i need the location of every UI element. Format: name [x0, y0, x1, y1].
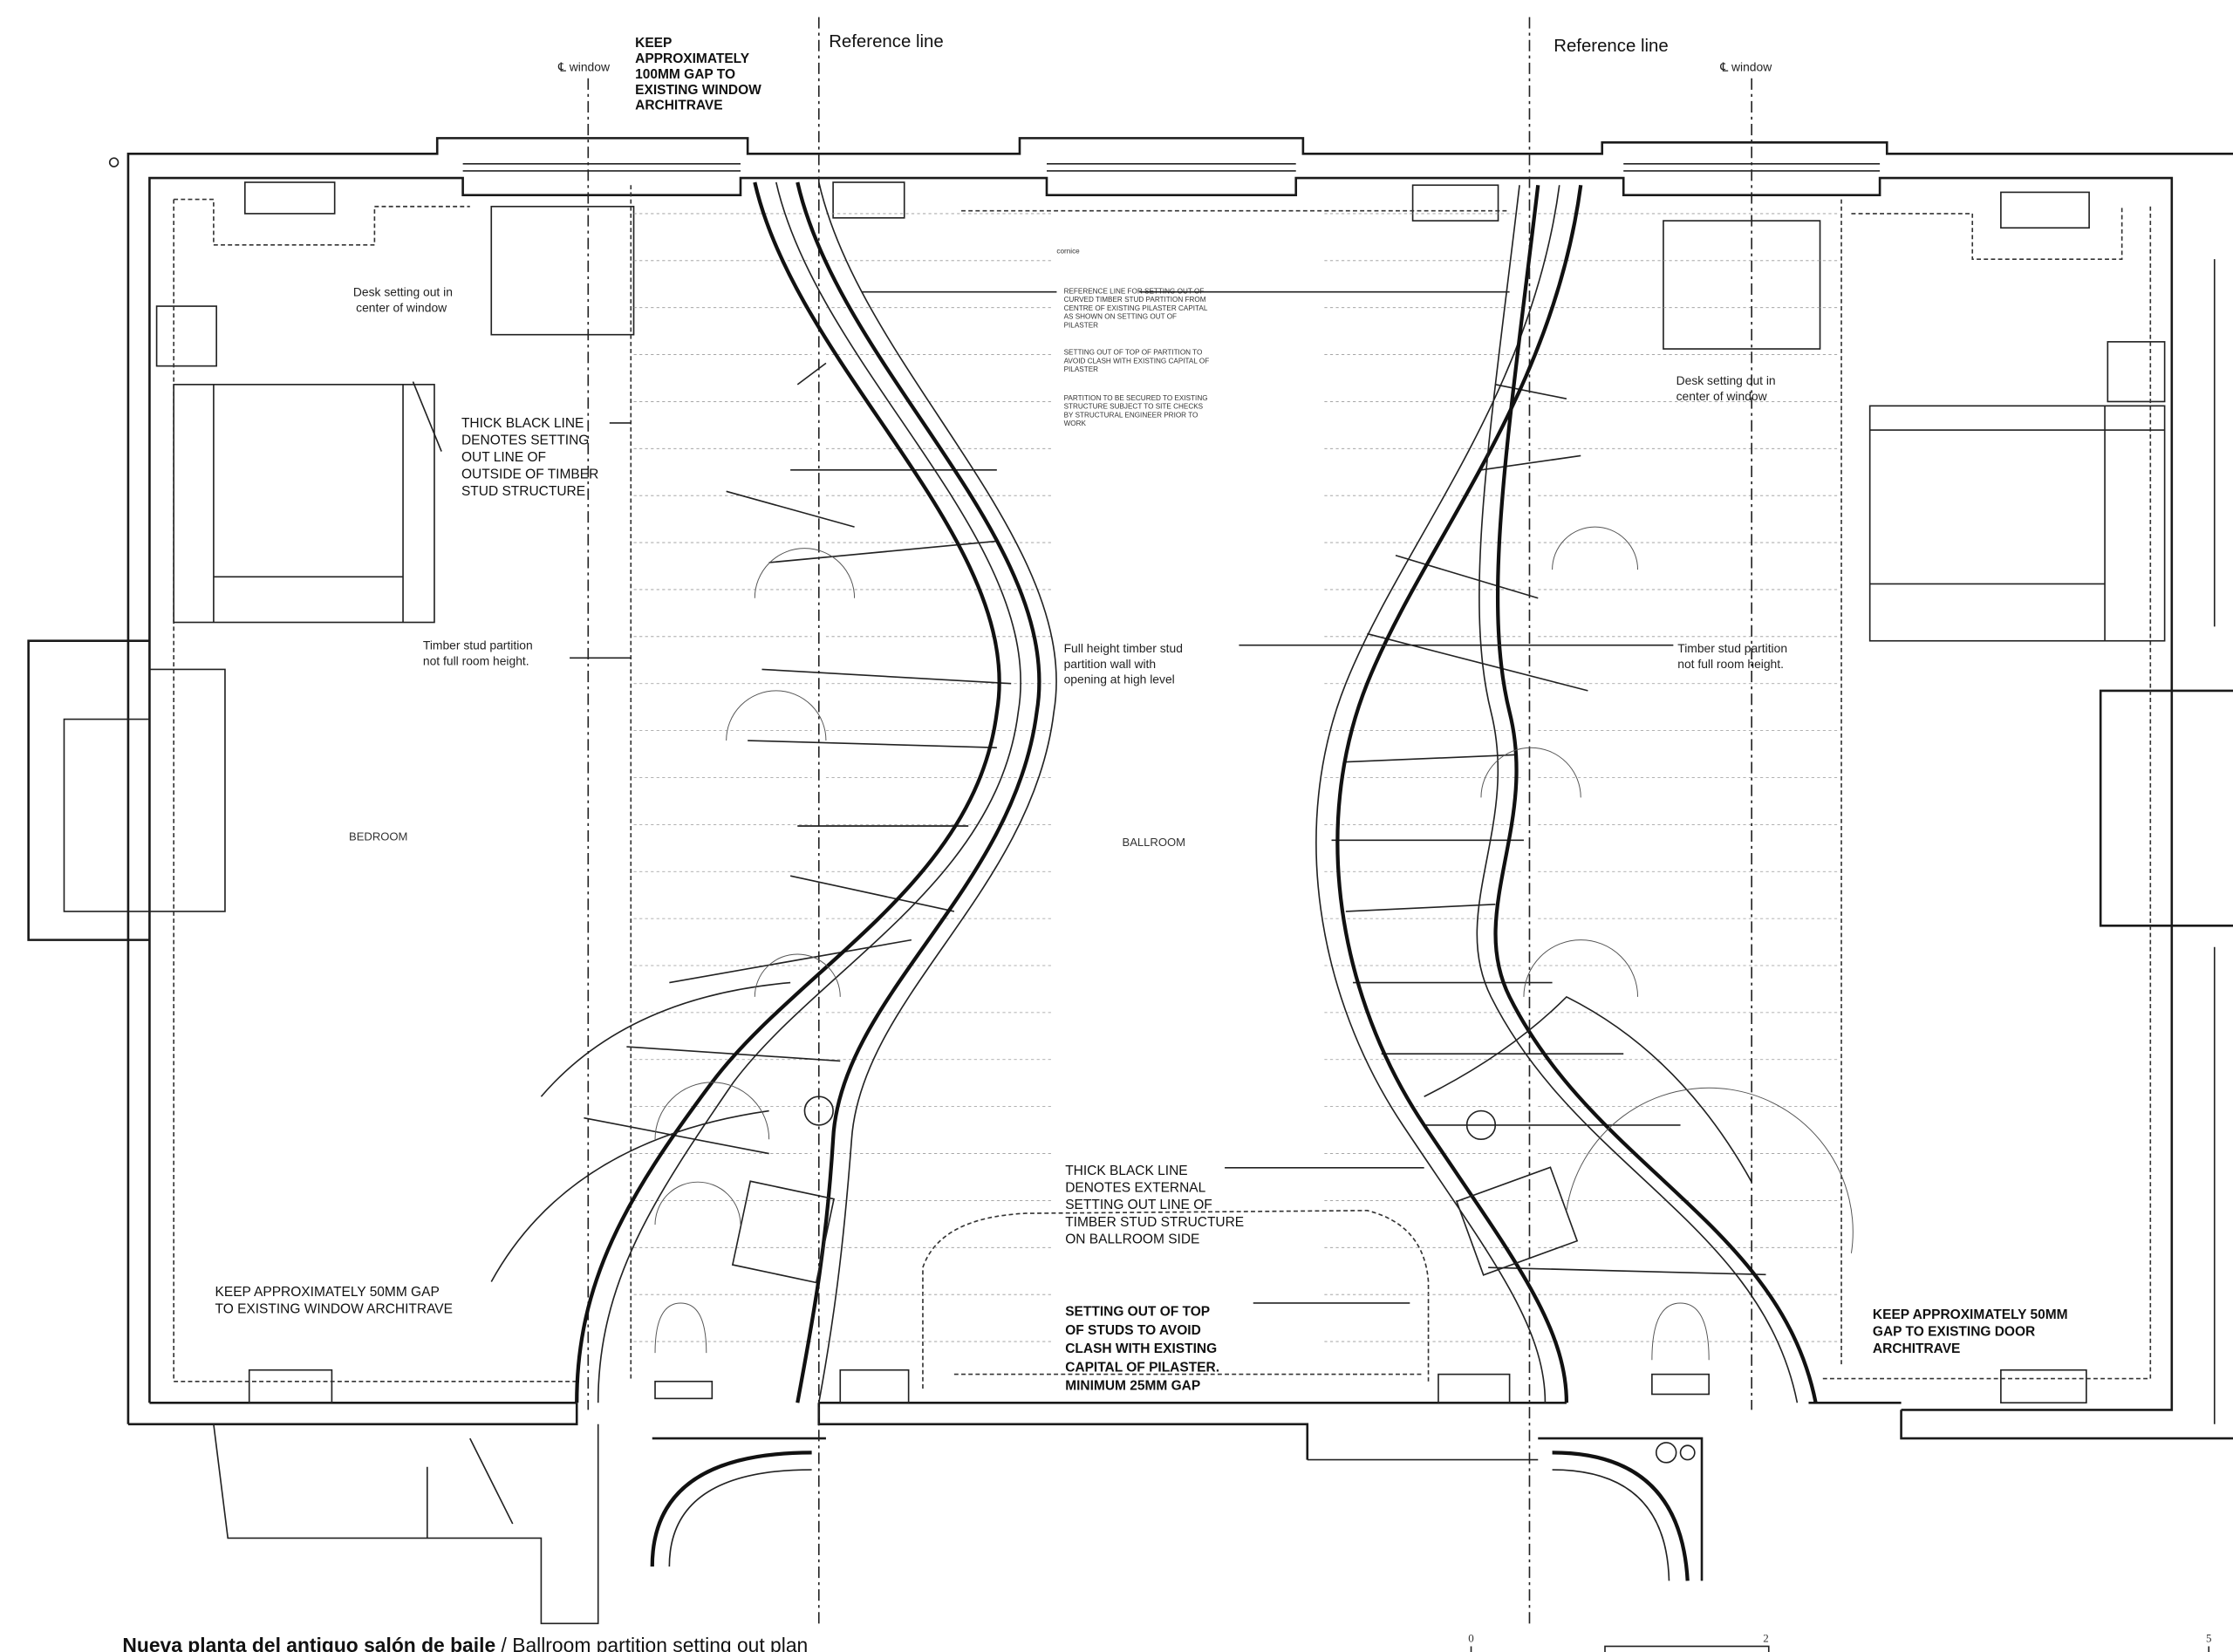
stud-line — [1495, 384, 1567, 399]
stud-line — [796, 362, 827, 386]
door-swings — [654, 526, 1854, 1253]
desk-left — [173, 205, 635, 624]
annotations: Reference line Reference line ℄ window ℄… — [215, 32, 2068, 1394]
scale-label: 5 — [2206, 1632, 2212, 1645]
curved-partition-right — [1315, 184, 1818, 1403]
stud-line — [1395, 554, 1539, 599]
scale-label: 2 — [1763, 1632, 1769, 1645]
setting-out-gridlines — [584, 213, 1838, 1342]
stud-line — [1345, 754, 1517, 763]
window-center-label: ℄ window — [557, 60, 611, 74]
stud-line — [789, 875, 955, 912]
stud-line — [1367, 632, 1588, 692]
scale-label: 0 — [1468, 1632, 1474, 1645]
reference-line-label: Reference line — [1554, 37, 1668, 56]
scale-bar: 0 2 5 — [1468, 1632, 2212, 1652]
stud-line — [1480, 454, 1581, 471]
stud-line — [584, 1116, 769, 1155]
curved-partition-left — [490, 181, 1057, 1403]
stud-line — [748, 740, 997, 749]
window-center-label: ℄ window — [1719, 60, 1772, 74]
drawing-caption: Nueva planta del antiguo salón de baile … — [122, 1634, 808, 1652]
desk-right — [1663, 220, 2166, 642]
reference-line-label: Reference line — [829, 32, 943, 51]
stud-line — [761, 668, 1012, 685]
stud-line — [1345, 903, 1496, 912]
stud-line — [669, 939, 912, 984]
room-label-ballroom: BALLROOM — [1123, 836, 1186, 849]
room-label-bedroom: BEDROOM — [349, 829, 407, 843]
cornice-label: cornice — [1056, 248, 1080, 256]
stud-line — [1488, 1266, 1766, 1276]
stud-line — [726, 490, 855, 528]
